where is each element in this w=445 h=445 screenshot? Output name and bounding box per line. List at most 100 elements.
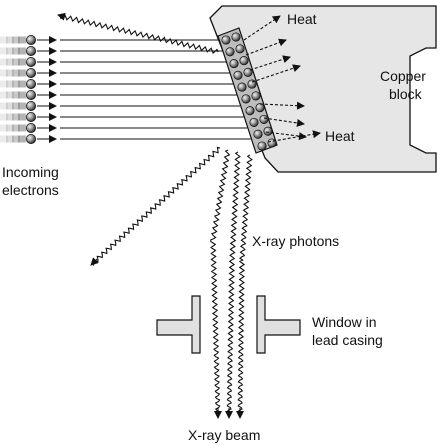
electron-row xyxy=(25,90,57,101)
electron-trail-segment xyxy=(18,47,26,55)
heat-arrow xyxy=(259,101,305,110)
target-atom xyxy=(247,79,257,89)
electron-trail-segment xyxy=(0,47,8,55)
target-atom xyxy=(225,47,235,57)
electron-trail-segment xyxy=(12,36,20,44)
electron-row xyxy=(25,133,57,144)
target-atom xyxy=(229,59,239,69)
target-atom xyxy=(257,141,267,151)
copper-block-label: Copper block xyxy=(380,68,430,102)
electron-trail-segment xyxy=(0,124,8,132)
heat-arrow xyxy=(245,38,287,56)
electron-trail-segment xyxy=(18,91,26,99)
electron-trail-segment xyxy=(6,47,14,55)
electron-trail-segment xyxy=(6,91,14,99)
electron-trail-segment xyxy=(12,124,20,132)
target-atom xyxy=(231,32,241,42)
electron-row xyxy=(25,35,57,46)
x-ray-beam-label: X-ray beam xyxy=(188,427,260,443)
electron xyxy=(25,68,36,79)
target-atom xyxy=(235,44,245,54)
target-atom xyxy=(253,129,263,139)
electron-trail-segment xyxy=(6,124,14,132)
heat-arrows xyxy=(243,15,321,143)
electron-trail-segment xyxy=(0,135,8,143)
electron-trail-segment xyxy=(0,80,8,88)
electron xyxy=(25,46,36,57)
heat-label-top: Heat xyxy=(287,11,317,27)
electron xyxy=(25,79,36,90)
electron xyxy=(25,35,36,46)
incoming-label-line2: electrons xyxy=(2,182,59,198)
electron xyxy=(25,101,36,112)
electron-row xyxy=(25,79,57,90)
electron-trail-segment xyxy=(6,36,14,44)
target-atom xyxy=(241,94,251,104)
target-atom xyxy=(233,70,243,80)
electron-trail-segment xyxy=(6,80,14,88)
lead-casing-window xyxy=(156,295,301,354)
electron-trail-segment xyxy=(0,113,8,121)
electron xyxy=(25,123,36,134)
electron-trail-segment xyxy=(0,102,8,110)
heat-label-bottom: Heat xyxy=(325,128,355,144)
x-ray-photon-wave xyxy=(210,149,231,416)
heat-arrow xyxy=(243,15,281,41)
electron-row xyxy=(25,123,57,134)
target-atom xyxy=(259,114,269,124)
heat-arrow xyxy=(265,131,307,141)
target-atom xyxy=(221,35,231,45)
target-atom xyxy=(239,56,249,66)
heat-arrow xyxy=(267,130,321,143)
x-ray-photons-label: X-ray photons xyxy=(252,233,339,249)
electron-trails xyxy=(0,36,26,143)
target-atom xyxy=(267,138,277,148)
electron-trail-segment xyxy=(18,80,26,88)
electron-row xyxy=(25,112,57,123)
target-atom xyxy=(237,82,247,92)
electron-trail-segment xyxy=(0,36,8,44)
incoming-electron-arrows xyxy=(25,35,57,144)
electron-trail-segment xyxy=(6,58,14,66)
target-atom xyxy=(251,91,261,101)
electron xyxy=(25,133,36,144)
electron-trail-segment xyxy=(0,58,8,66)
electron-trail-segment xyxy=(6,102,14,110)
incoming-electrons-label: Incoming electrons xyxy=(2,164,63,198)
electron-trail-segment xyxy=(12,113,20,121)
x-ray-photon-wave xyxy=(237,154,253,416)
electron xyxy=(25,57,36,68)
incoming-label-line1: Incoming xyxy=(2,164,59,180)
electron-trail-segment xyxy=(0,69,8,77)
window-label-line2: lead casing xyxy=(312,332,383,348)
heat-arrow xyxy=(263,117,305,127)
heat-arrow xyxy=(251,64,301,83)
electron-trail-segment xyxy=(18,102,26,110)
electron-row xyxy=(25,101,57,112)
electron-trail-segment xyxy=(0,91,8,99)
target-atom xyxy=(263,126,273,136)
electron-trail-segment xyxy=(18,124,26,132)
x-ray-photon-arrowhead xyxy=(90,257,99,266)
electron-beam-lines xyxy=(60,39,251,140)
electron-row xyxy=(25,46,57,57)
electron xyxy=(25,90,36,101)
electron-trail-segment xyxy=(12,91,20,99)
x-ray-photon-wave xyxy=(92,146,221,266)
electron-trail-segment xyxy=(18,113,26,121)
window-label-line1: Window in xyxy=(312,314,377,330)
target-atom xyxy=(255,103,265,113)
electron-trail-segment xyxy=(18,69,26,77)
electron-trail-segment xyxy=(12,102,20,110)
electron-trail-segment xyxy=(12,47,20,55)
electron-trail-segment xyxy=(12,80,20,88)
heat-arrow xyxy=(249,55,291,71)
x-ray-photon-arrowhead xyxy=(57,12,67,21)
electron-trail-segment xyxy=(6,69,14,77)
window-label: Window in lead casing xyxy=(312,314,383,348)
electron-trail-segment xyxy=(6,135,14,143)
electron-trail-segment xyxy=(18,58,26,66)
electron-row xyxy=(25,68,57,79)
